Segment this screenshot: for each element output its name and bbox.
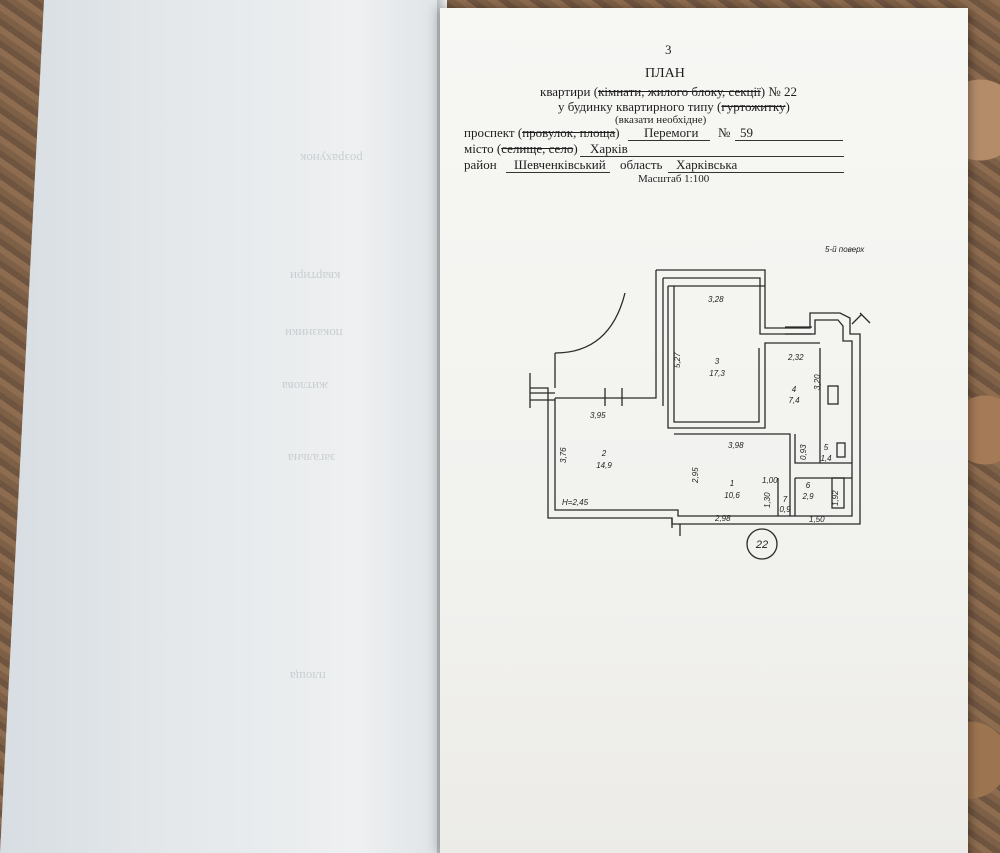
oblast-value: Харківська [676,157,738,172]
dim-label: 1,00 [762,476,778,485]
dim-label: 3,98 [728,441,744,450]
apartment-number: 22 [755,539,768,551]
room-area: 10,6 [724,491,740,500]
dim-label: 1,50 [809,515,825,524]
floor-label: 5-й поверх [825,245,865,254]
dim-label: 5,27 [673,352,682,368]
room-area: 17,3 [709,369,725,378]
dim-label: 3,20 [813,374,822,390]
district-value: Шевченківський [514,157,606,172]
room-number: 5 [824,443,829,452]
city-value: Харків [590,141,628,156]
ghost-text: площа [290,669,326,684]
dim-label: 2,98 [714,514,731,523]
room-number: 3 [715,357,720,366]
dim-label: 1,92 [831,490,840,506]
room-number: 4 [792,385,797,394]
district-label: район [464,157,497,172]
room-number: 6 [806,481,811,490]
dim-label: 1,30 [763,492,772,508]
ghost-text: загальна [288,451,336,466]
dim-label: 3,95 [590,411,606,420]
page-number: 3 [665,42,672,57]
building-type-line: у будинку квартирного типу (гуртожитку) [558,99,790,114]
ghost-text: житлова [282,379,329,394]
oblast-label: область [620,157,663,172]
scale-text: Масштаб 1:100 [638,173,710,185]
page-title: ПЛАН [645,66,685,81]
number-label: № [718,125,731,140]
dim-label: 2,32 [787,353,804,362]
ghost-text: квартири [290,269,341,284]
room-number: 7 [783,495,788,504]
ceiling-height: H=2,45 [562,498,589,507]
street-value: Перемоги [644,125,699,140]
floor-plan: 5-й поверх 3,28 5,27 2,32 3,20 3,95 3,76… [529,245,871,560]
room-area: 1,4 [820,454,832,463]
document-page: 3 ПЛАН квартири (кімнати, жилого блоку, … [440,8,968,853]
apartment-line: квартири (кімнати, жилого блоку, секції)… [540,84,797,99]
dim-label: 3,28 [708,295,724,304]
dim-label: 3,76 [559,447,568,463]
room-area: 2,9 [801,492,814,501]
ghost-text: розрахунок [300,151,363,166]
room-area: 7,4 [788,396,800,405]
hint-text: (вказати необхідне) [615,114,707,126]
number-value: 59 [740,125,753,140]
room-area: 0,9 [779,505,791,514]
city-label: місто (селище, село) [464,141,578,156]
left-page: розрахунок квартири показники житлова за… [0,0,445,853]
room-number: 1 [730,479,734,488]
room-area: 14,9 [596,461,612,470]
dim-label: 0,93 [799,444,808,460]
room-number: 2 [601,449,607,458]
dim-label: 2,95 [691,467,700,484]
street-label: проспект (провулок, площа) [464,125,620,140]
ghost-text: показники [285,326,343,341]
